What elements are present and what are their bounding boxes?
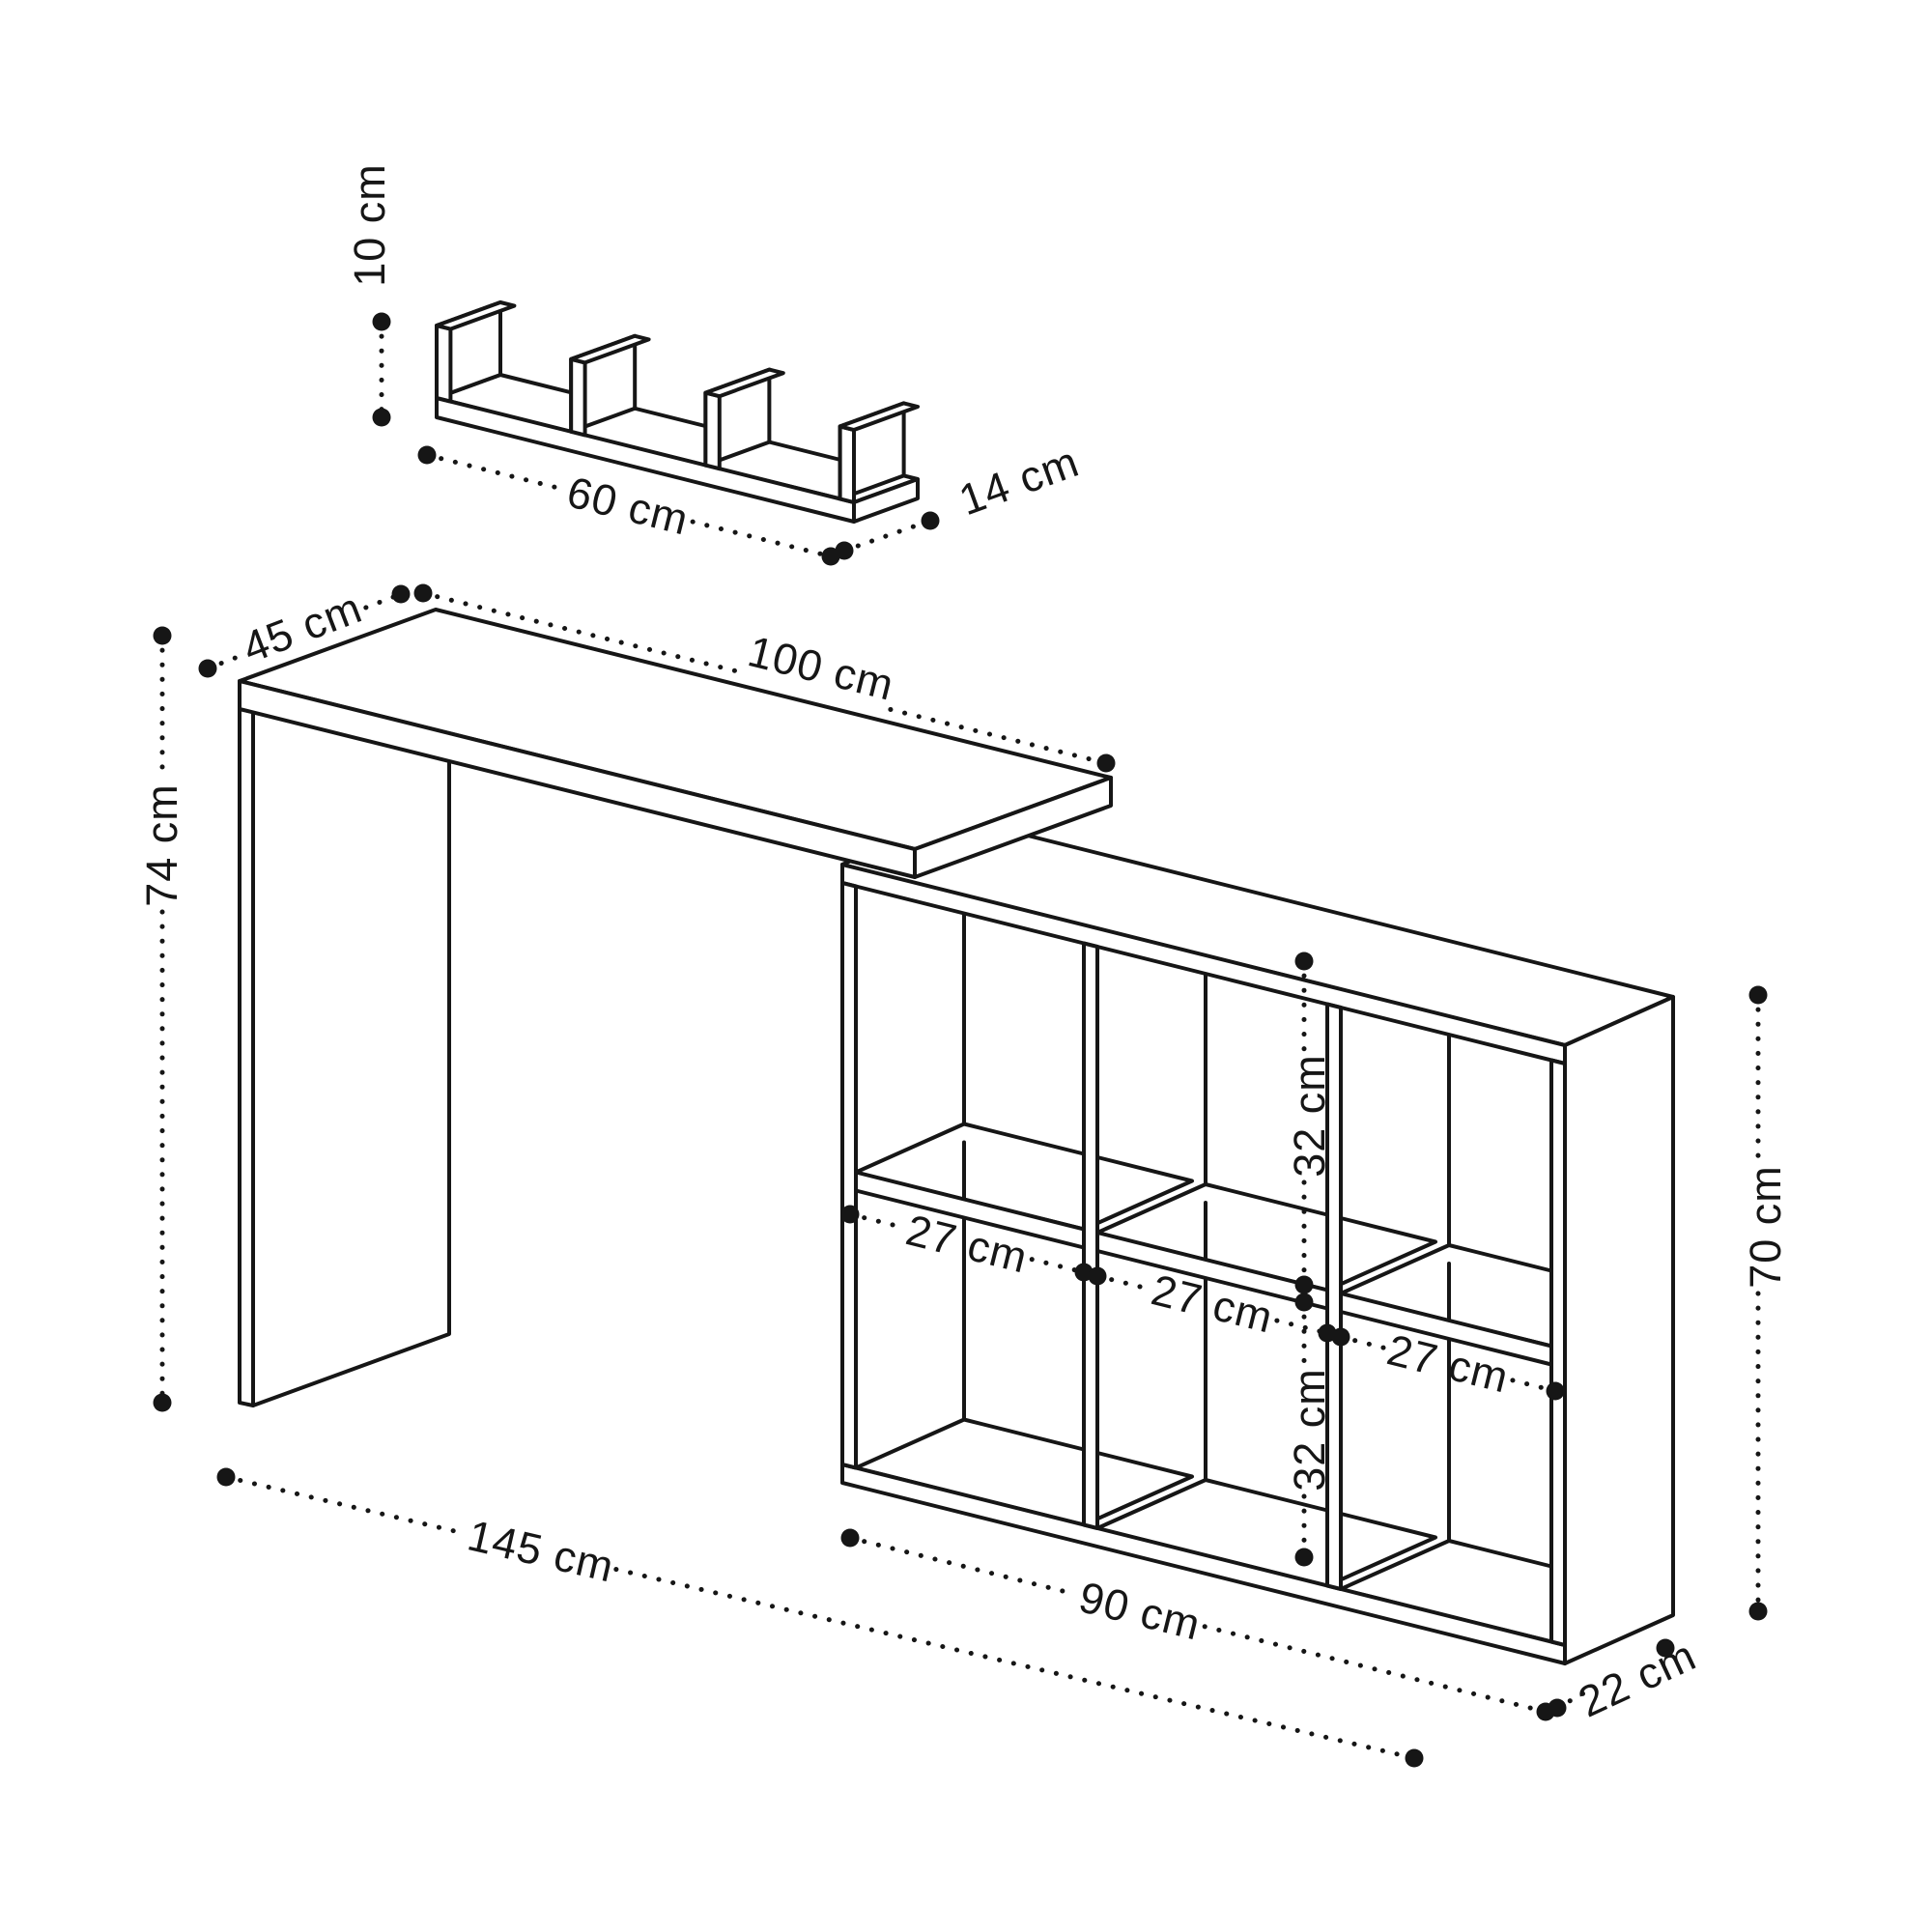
- dim-label-shelf-unit-height: 70 cm: [1741, 1165, 1790, 1289]
- dimension-dotted-line: [847, 1211, 905, 1230]
- shelf-divider-top: [703, 367, 785, 399]
- dim-label-shelf-unit-width: 90 cm: [1074, 1572, 1206, 1649]
- dimension-endpoint-dot: [372, 408, 391, 427]
- dimension-endpoint-dot: [413, 583, 433, 603]
- shelf-divider-front: [838, 424, 857, 505]
- dimension-endpoint-dots: [153, 312, 1768, 1768]
- shelf-divider-top: [838, 401, 921, 433]
- dimension-endpoint-dot: [1331, 1327, 1350, 1347]
- dimension-endpoint-dot: [198, 659, 217, 678]
- divider-panel-front: [1325, 1002, 1343, 1591]
- dim-label-total-width: 145 cm: [464, 1510, 619, 1591]
- shelf-divider-top: [569, 333, 651, 365]
- bookcase-drawing: [840, 814, 1675, 1665]
- dimension-endpoint-dot: [1088, 1266, 1107, 1286]
- divider-panel-front: [1082, 941, 1099, 1530]
- desktop-right-end: [913, 776, 1113, 879]
- dimension-endpoint-dot: [153, 1393, 172, 1412]
- dimension-endpoint-dot: [372, 312, 391, 331]
- dimension-endpoint-dot: [921, 511, 940, 530]
- dimension-endpoint-dot: [1294, 952, 1314, 971]
- dimension-endpoint-dot: [1546, 1381, 1565, 1401]
- dimension-endpoint-dot: [1748, 985, 1768, 1005]
- dimension-dotted-line: [841, 518, 933, 554]
- dimension-endpoint-dot: [1656, 1638, 1675, 1658]
- shelf-divider-top: [435, 300, 517, 331]
- wall-shelf-drawing: [435, 300, 921, 524]
- dimension-endpoint-dot: [835, 541, 854, 560]
- dim-label-desk-height: 74 cm: [137, 783, 186, 907]
- dimension-endpoint-dot: [840, 1205, 860, 1224]
- right-panel-front: [1549, 1058, 1567, 1647]
- dimension-dotted-line: [223, 1474, 469, 1537]
- dimension-endpoint-dot: [216, 1467, 236, 1487]
- dimension-endpoint-dot: [391, 584, 411, 604]
- dimension-dotted-line: [690, 519, 834, 559]
- dimension-endpoint-dot: [1405, 1748, 1424, 1768]
- dimension-endpoint-dot: [153, 626, 172, 645]
- dimension-endpoint-dot: [1294, 1293, 1314, 1312]
- shelf-divider-front: [703, 390, 722, 471]
- dimension-dotted-line: [205, 653, 244, 671]
- dim-label-wall-shelf-height: 10 cm: [345, 163, 394, 287]
- dimension-endpoint-dot: [1294, 1275, 1314, 1294]
- right-side-face: [1563, 995, 1675, 1665]
- dim-label-cubby-height-upper: 32 cm: [1285, 1054, 1334, 1178]
- dimension-dotted-line: [847, 1535, 1078, 1597]
- shelf-divider-front: [435, 324, 453, 404]
- dimension-endpoint-dot: [1548, 1698, 1567, 1718]
- dimension-endpoint-dot: [1748, 1602, 1768, 1621]
- dimension-dotted-line: [613, 1567, 1417, 1761]
- shelf-base-end: [852, 477, 920, 524]
- dim-label-cubby-height-lower: 32 cm: [1285, 1368, 1334, 1492]
- desk-drawing: [238, 608, 1113, 1407]
- dimension-endpoint-dot: [1096, 753, 1116, 773]
- desk-leg-front-edge: [238, 707, 255, 1407]
- dimension-endpoint-dot: [1294, 1548, 1314, 1567]
- dimension-dotted-line: [1202, 1624, 1548, 1715]
- left-panel-front: [840, 881, 858, 1470]
- dimension-dotted-line: [424, 452, 566, 492]
- dimension-endpoint-dot: [840, 1528, 860, 1548]
- dimension-endpoint-dot: [417, 445, 437, 465]
- dimension-dotted-line: [1094, 1273, 1151, 1292]
- dim-label-wall-shelf-depth: 14 cm: [952, 437, 1085, 526]
- shelf-divider-front: [569, 356, 587, 438]
